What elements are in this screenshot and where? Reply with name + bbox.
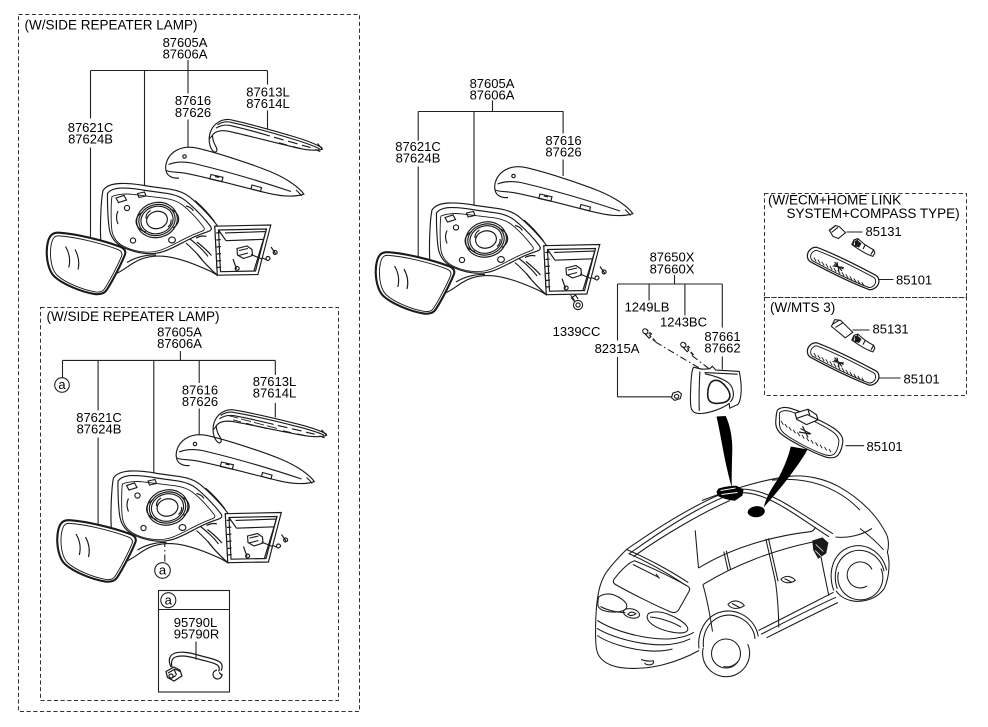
svg-text:87624B: 87624B <box>396 151 441 166</box>
svg-text:1249LB: 1249LB <box>625 299 670 314</box>
svg-text:87624B: 87624B <box>68 132 113 147</box>
svg-text:87621C: 87621C <box>395 139 441 154</box>
svg-text:87662: 87662 <box>704 341 740 356</box>
svg-text:1339CC: 1339CC <box>553 324 601 339</box>
svg-text:95790R: 95790R <box>174 627 220 642</box>
svg-text:87616: 87616 <box>175 93 211 108</box>
svg-text:87605A: 87605A <box>157 325 202 340</box>
svg-text:87626: 87626 <box>545 145 581 160</box>
svg-text:a: a <box>159 563 167 578</box>
svg-text:(W/MTS 3): (W/MTS 3) <box>770 300 835 315</box>
svg-text:85101: 85101 <box>904 372 940 387</box>
svg-text:87605A: 87605A <box>470 76 515 91</box>
svg-text:87606A: 87606A <box>470 88 515 103</box>
svg-text:1243BC: 1243BC <box>660 315 707 330</box>
svg-text:87613L: 87613L <box>246 84 289 99</box>
svg-text:(W/SIDE REPEATER LAMP): (W/SIDE REPEATER LAMP) <box>25 17 198 32</box>
svg-text:87661: 87661 <box>704 329 740 344</box>
svg-text:(W/ECM+HOME LINK: (W/ECM+HOME LINK <box>768 193 901 208</box>
svg-text:87614L: 87614L <box>253 386 296 401</box>
svg-text:87614L: 87614L <box>246 96 289 111</box>
svg-text:87621C: 87621C <box>68 120 114 135</box>
svg-text:87613L: 87613L <box>253 374 296 389</box>
svg-text:95790L: 95790L <box>174 615 217 630</box>
svg-text:87650X: 87650X <box>650 250 695 265</box>
svg-text:82315A: 82315A <box>595 341 640 356</box>
svg-text:87626: 87626 <box>182 394 218 409</box>
svg-text:87606A: 87606A <box>157 336 202 351</box>
svg-text:85131: 85131 <box>873 322 909 337</box>
svg-text:a: a <box>165 592 173 607</box>
svg-text:87621C: 87621C <box>76 410 122 425</box>
svg-text:87626: 87626 <box>175 105 211 120</box>
svg-text:(W/SIDE REPEATER LAMP): (W/SIDE REPEATER LAMP) <box>47 309 220 324</box>
svg-text:85101: 85101 <box>867 439 903 454</box>
svg-text:85131: 85131 <box>866 224 902 239</box>
svg-text:87606A: 87606A <box>163 47 208 62</box>
svg-text:85101: 85101 <box>896 272 932 287</box>
svg-text:SYSTEM+COMPASS TYPE): SYSTEM+COMPASS TYPE) <box>787 206 960 221</box>
svg-text:a: a <box>58 377 66 392</box>
svg-text:87616: 87616 <box>182 383 218 398</box>
svg-text:87660X: 87660X <box>650 261 695 276</box>
svg-text:87605A: 87605A <box>163 35 208 50</box>
svg-text:87616: 87616 <box>545 133 581 148</box>
svg-text:87624B: 87624B <box>77 422 122 437</box>
